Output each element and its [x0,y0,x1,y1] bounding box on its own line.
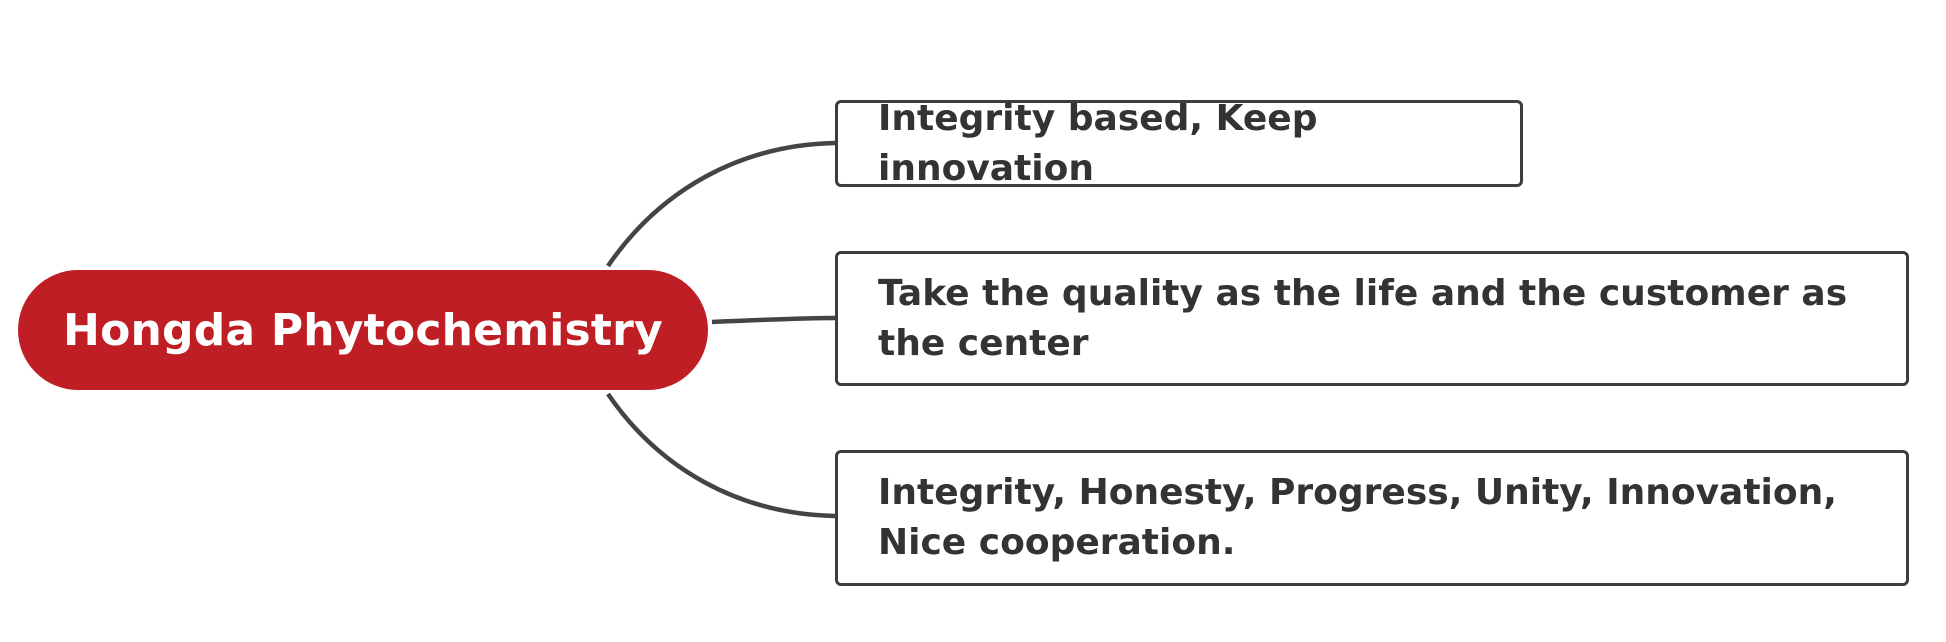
branch-node-label: Take the quality as the life and the cus… [878,272,1848,364]
branch-node-integrity: Integrity based, Keep innovation [835,98,1523,189]
connector-to-branch-3 [606,392,836,519]
root-node: Hongda Phytochemistry [18,270,708,390]
branch-node-values: Integrity, Honesty, Progress, Unity, Inn… [835,450,1909,586]
branch-node-label: Integrity, Honesty, Progress, Unity, Inn… [878,472,1837,563]
root-node-label: Hongda Phytochemistry [63,304,663,356]
branch-node-quality: Take the quality as the life and the cus… [835,251,1909,386]
connector-to-branch-2 [711,315,836,325]
connector-to-branch-1 [606,140,836,268]
branch-node-label: Integrity based, Keep innovation [878,97,1318,189]
